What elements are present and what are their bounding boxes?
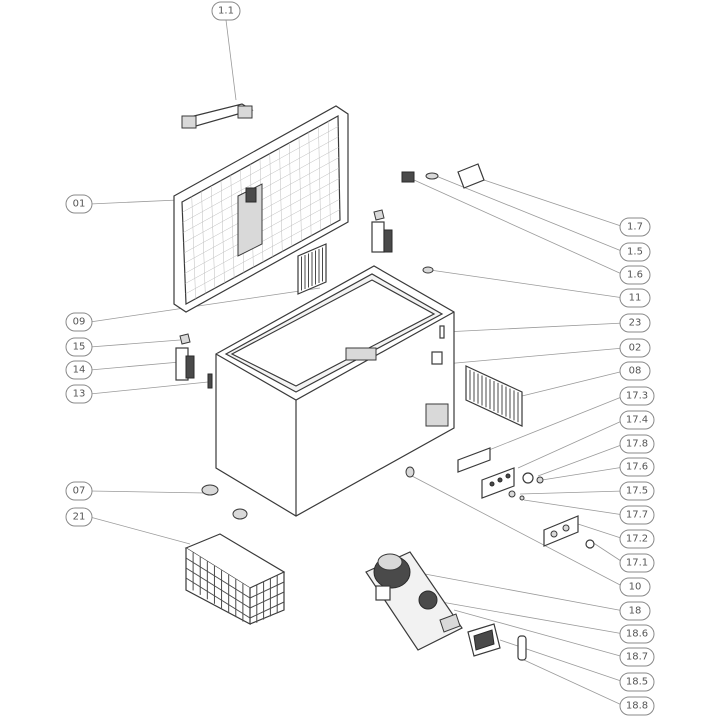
lid-handle-part	[181, 103, 254, 129]
callout-10: 10	[619, 577, 651, 597]
feet-parts	[201, 484, 248, 520]
callout-18-7: 18.7	[619, 647, 655, 667]
callout-label: 08	[629, 366, 642, 377]
callout-label: 1.1	[218, 6, 234, 17]
callout-18-5: 18.5	[619, 672, 655, 692]
hatch-line	[182, 136, 339, 223]
callout-18-8: 18.8	[619, 696, 655, 716]
callout-17-8: 17.8	[619, 434, 655, 454]
callout-1-5: 1.5	[619, 242, 651, 262]
compressor-assembly-part	[365, 551, 527, 661]
thermostat-knob-part	[401, 163, 485, 274]
basket-part	[184, 533, 286, 625]
callout-label: 01	[73, 199, 86, 210]
callout-label: 1.5	[627, 247, 643, 258]
callout-layer: 1.1 01 09 15 14 13 07 21	[65, 1, 655, 716]
callout-18: 18	[619, 601, 651, 621]
callout-13: 13	[65, 384, 93, 404]
callout-17-6: 17.6	[619, 457, 655, 477]
callout-17-1: 17.1	[619, 553, 655, 573]
callout-02: 02	[619, 338, 651, 358]
callout-label: 10	[629, 582, 642, 593]
callout-label: 18.8	[626, 701, 648, 712]
callout-17-4: 17.4	[619, 410, 655, 430]
hatch-line	[249, 601, 285, 619]
callout-label: 18.7	[626, 652, 648, 663]
callout-label: 13	[73, 389, 86, 400]
hatch-line	[249, 591, 285, 609]
hinge-left-part	[175, 333, 213, 389]
hinge-right-part	[371, 209, 393, 253]
hatch-line	[185, 567, 251, 609]
callout-label: 17.6	[626, 462, 648, 473]
lid-part	[173, 105, 349, 313]
callout-label: 18	[629, 606, 642, 617]
callout-17-7: 17.7	[619, 505, 655, 525]
callout-09: 09	[65, 312, 93, 332]
callout-label: 17.8	[626, 439, 648, 450]
callout-label: 18.6	[626, 629, 648, 640]
callout-label: 07	[73, 486, 86, 497]
callout-label: 17.3	[626, 391, 648, 402]
hatch-line	[185, 557, 251, 599]
callout-label: 09	[73, 317, 86, 328]
callout-1-6: 1.6	[619, 265, 651, 285]
callout-17-5: 17.5	[619, 481, 655, 501]
callout-label: 17.1	[626, 558, 648, 569]
callout-label: 14	[73, 365, 86, 376]
callout-label: 23	[629, 318, 642, 329]
drain-plug-part	[405, 466, 415, 478]
callout-label: 17.2	[626, 534, 648, 545]
callout-label: 15	[73, 342, 86, 353]
callout-08: 08	[619, 361, 651, 381]
callout-15: 15	[65, 337, 93, 357]
callout-1-7: 1.7	[619, 217, 651, 237]
callout-label: 17.4	[626, 415, 648, 426]
callout-17-3: 17.3	[619, 386, 655, 406]
callout-07: 07	[65, 481, 93, 501]
callout-14: 14	[65, 360, 93, 380]
callout-18-6: 18.6	[619, 624, 655, 644]
callout-label: 21	[73, 512, 86, 523]
callout-label: 1.6	[627, 270, 643, 281]
callout-1-1: 1.1	[211, 1, 241, 21]
callout-17-2: 17.2	[619, 529, 655, 549]
callout-11: 11	[619, 288, 651, 308]
cabinet-body-part	[215, 265, 455, 517]
callout-label: 1.7	[627, 222, 643, 233]
hatch-line	[182, 126, 339, 213]
callout-label: 02	[629, 343, 642, 354]
control-panel-parts	[457, 447, 595, 549]
callout-label: 17.7	[626, 510, 648, 521]
callout-01: 01	[65, 194, 93, 214]
side-grille-part	[465, 365, 523, 427]
hatch-line	[249, 581, 285, 599]
rear-grille-part	[297, 243, 327, 295]
hatch-line	[185, 577, 251, 619]
callout-label: 17.5	[626, 486, 648, 497]
callout-label: 11	[629, 293, 642, 304]
callout-23: 23	[619, 313, 651, 333]
callout-21: 21	[65, 507, 93, 527]
hatch-line	[185, 209, 340, 295]
callout-label: 18.5	[626, 677, 648, 688]
